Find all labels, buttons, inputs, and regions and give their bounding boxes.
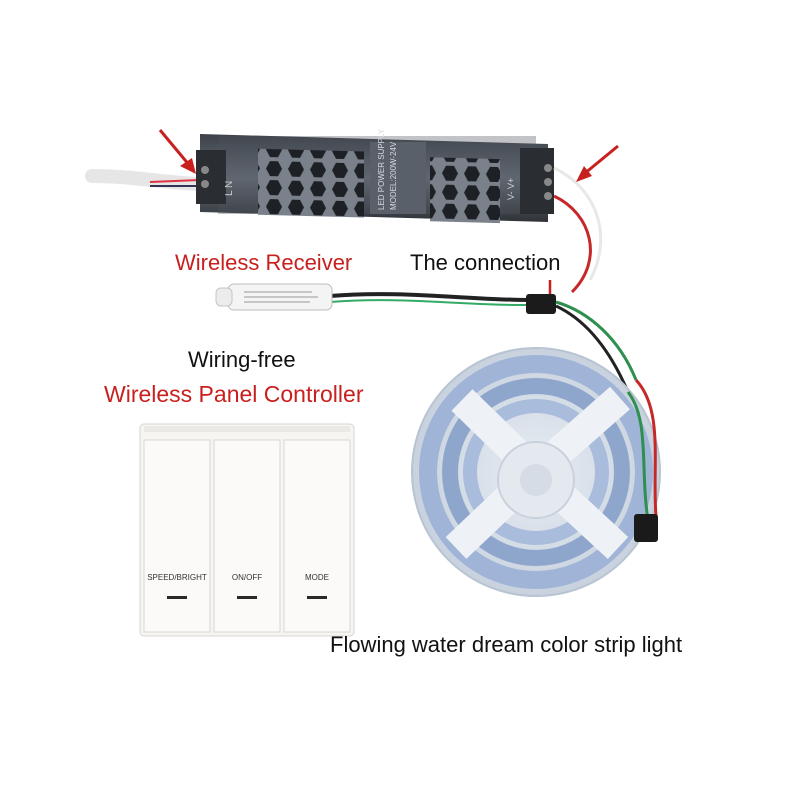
led-strip-reel <box>411 347 661 597</box>
panel-button-label: ON/OFF <box>232 573 262 582</box>
arrow-icon-right <box>576 144 619 182</box>
connection-label: The connection <box>410 250 561 275</box>
strip-light-label: Flowing water dream color strip light <box>330 632 683 657</box>
panel-button-speed-bright: SPEED/BRIGHT <box>143 439 211 633</box>
psu-terminal-right: V- V+ <box>506 178 516 200</box>
panel-button-label: SPEED/BRIGHT <box>147 573 207 582</box>
wireless-receiver-module <box>215 283 638 393</box>
panel-button-mode: MODE <box>283 439 351 633</box>
wireless-panel-controller-label: Wireless Panel Controller <box>104 381 364 407</box>
psu-terminal-left: L N <box>224 181 235 196</box>
wireless-receiver-label: Wireless Receiver <box>175 250 353 275</box>
panel-button-on-off: ON/OFF <box>213 439 281 633</box>
led-power-supply: LED POWER SUPPLY MODEL:200W-24V L N V- V… <box>85 128 603 294</box>
indicator-light-icon <box>237 596 257 599</box>
arrow-icon-left <box>158 129 196 174</box>
panel-button-label: MODE <box>305 573 329 582</box>
psu-label-line-2: MODEL:200W-24V <box>389 141 398 210</box>
wiring-free-label: Wiring-free <box>188 347 296 372</box>
indicator-light-icon <box>167 596 187 599</box>
indicator-light-icon <box>307 596 327 599</box>
psu-label-line-1: LED POWER SUPPLY <box>377 128 386 210</box>
